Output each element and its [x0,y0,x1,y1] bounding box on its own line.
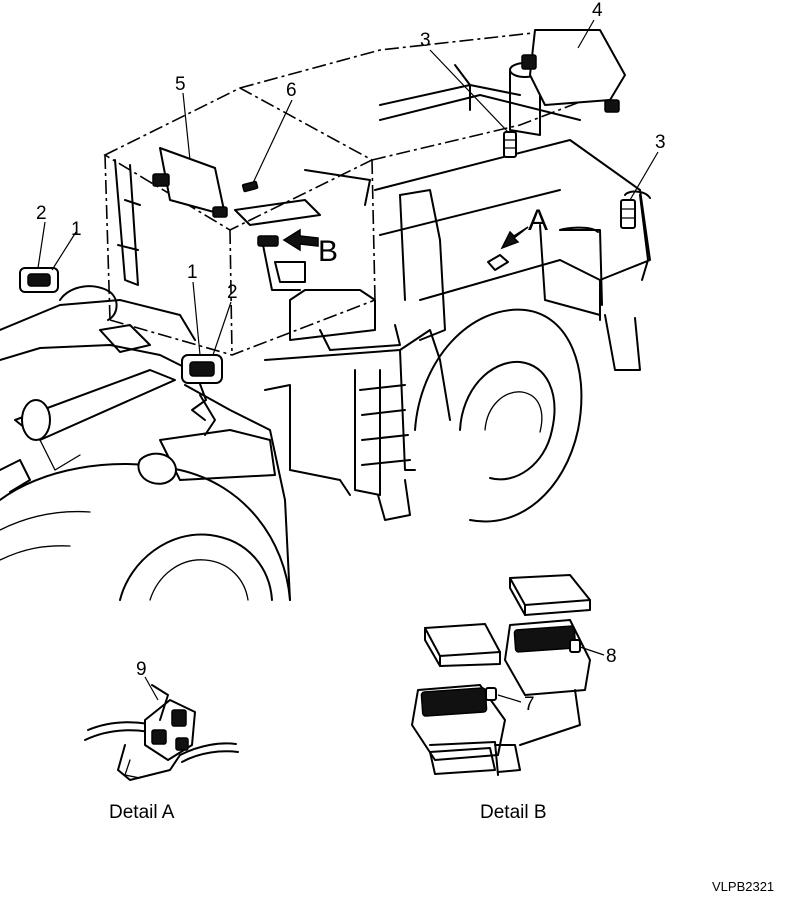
caption-detail-b: Detail B [480,802,547,823]
loader-boom [0,285,196,493]
detail-b-drawing [411,574,605,776]
handrails [559,190,651,281]
callout-5: 5 [175,74,186,95]
part-4-panel [529,29,626,106]
part-3-lamp-center [503,131,517,158]
callout-7: 7 [524,694,535,715]
callout-1-left: 1 [71,219,82,240]
machine-body [137,329,451,601]
callout-4: 4 [592,0,603,21]
part-1-lamp-center [181,354,223,421]
callout-3-right: 3 [655,132,666,153]
part-5-bracket-bottom [212,206,228,218]
figure-code: VLPB2321 [712,879,774,894]
callout-2-center: 2 [227,282,238,303]
front-tire [0,463,291,601]
view-marker-b: B [318,235,338,268]
rear-tire [414,308,583,523]
callout-2-left: 2 [36,203,47,224]
part-a-target [487,254,509,271]
part-5-bracket-top [152,173,170,187]
part-1-lamp-left [19,267,59,293]
detail-a-drawing [84,676,239,781]
caption-detail-a: Detail A [109,802,175,823]
callout-9: 9 [136,659,147,680]
view-marker-a: A [528,204,548,237]
part-3-lamp-right [620,199,636,229]
arrow-a-icon [500,226,529,250]
part-6-switch [241,180,259,193]
arrow-b-icon [282,228,319,252]
part-b-target [257,235,279,247]
callout-3-center: 3 [420,30,431,51]
part-4-bracket-left [521,54,537,70]
callout-6: 6 [286,80,297,101]
cab-rails [114,159,371,291]
part-4-bracket-right [604,99,620,113]
callout-8: 8 [606,646,617,667]
callout-1-center: 1 [187,262,198,283]
leader-lines [37,19,659,356]
access-ladder [289,189,446,521]
